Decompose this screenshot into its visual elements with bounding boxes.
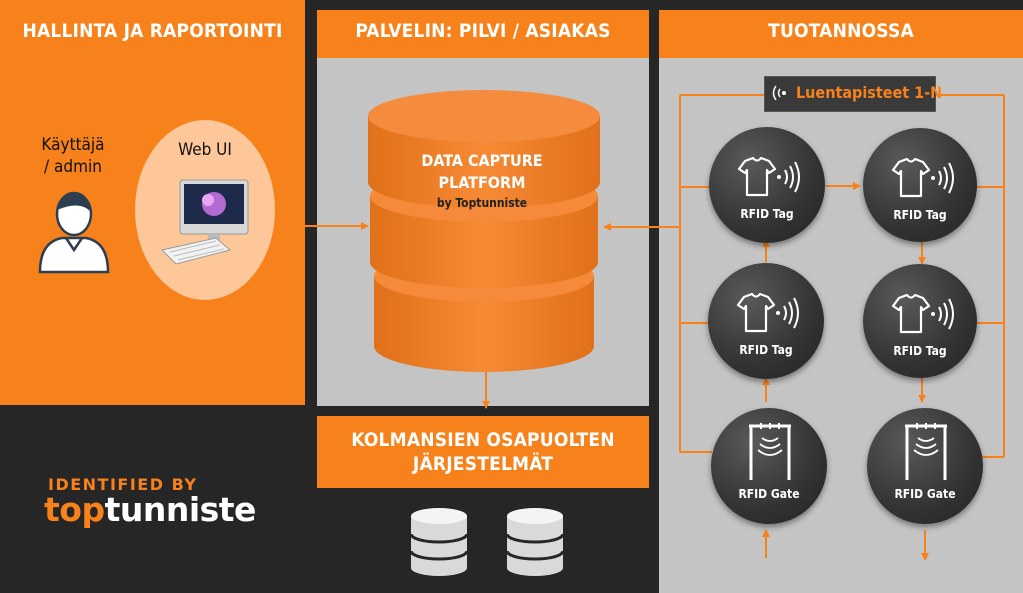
node-label: RFID Tag [893, 208, 947, 222]
db-title: DATA CAPTURE PLATFORM [382, 150, 582, 194]
gate-icon [905, 423, 947, 480]
user-icon [38, 191, 110, 274]
signal-icon [772, 85, 786, 101]
rfid-tag-node: RFID Tag [863, 128, 977, 242]
node-label: RFID Gate [738, 487, 800, 501]
webui-label: Web UI [178, 140, 232, 160]
reading-points-label: Luentapisteet 1-N [796, 83, 943, 102]
small-database-icon-1 [409, 508, 469, 576]
production-title: TUOTANNOSSA [768, 20, 914, 42]
tshirt-icon [891, 294, 954, 334]
brand-logo: toptunniste [44, 490, 256, 529]
node-label: RFID Gate [894, 487, 956, 501]
tshirt-icon [736, 293, 799, 333]
node-label: RFID Tag [740, 207, 794, 221]
rfid-gate-node: RFID Gate [711, 408, 827, 524]
production-header-bar [659, 10, 1023, 58]
third-party-title-line1: KOLMANSIEN OSAPUOLTEN [351, 429, 615, 451]
user-label: Käyttäjä / admin [28, 134, 118, 178]
brand-name-tunniste: tunniste [104, 490, 257, 529]
rfid-tag-node: RFID Tag [708, 263, 824, 379]
node-label: RFID Tag [739, 343, 793, 357]
brand-tagline: IDENTIFIED BY [48, 475, 198, 494]
database-icon [368, 90, 600, 372]
reading-points-box [764, 76, 936, 112]
computer-icon [161, 179, 249, 265]
rfid-tag-node: RFID Tag [863, 264, 977, 378]
tshirt-icon [737, 157, 800, 197]
node-label: RFID Tag [893, 344, 947, 358]
user-label-line2: / admin [44, 157, 102, 177]
server-title: PALVELIN: PILVI / ASIAKAS [355, 20, 611, 42]
user-label-line1: Käyttäjä [41, 135, 105, 155]
db-title-line1: DATA CAPTURE [421, 151, 543, 170]
management-title: HALLINTA JA RAPORTOINTI [22, 20, 283, 42]
db-title-line2: PLATFORM [438, 173, 526, 192]
small-database-icon-2 [505, 508, 565, 576]
server-header-bar [317, 10, 649, 58]
third-party-header [317, 416, 649, 488]
brand-name-top: top [44, 490, 105, 529]
rfid-tag-node: RFID Tag [709, 127, 825, 243]
third-party-title: KOLMANSIEN OSAPUOLTEN JÄRJESTELMÄT [317, 428, 649, 476]
rfid-gate-node: RFID Gate [867, 408, 983, 524]
third-party-title-line2: JÄRJESTELMÄT [412, 453, 554, 475]
gate-icon [749, 423, 791, 480]
db-byline: by Toptunniste [436, 196, 528, 210]
tshirt-icon [891, 158, 954, 198]
